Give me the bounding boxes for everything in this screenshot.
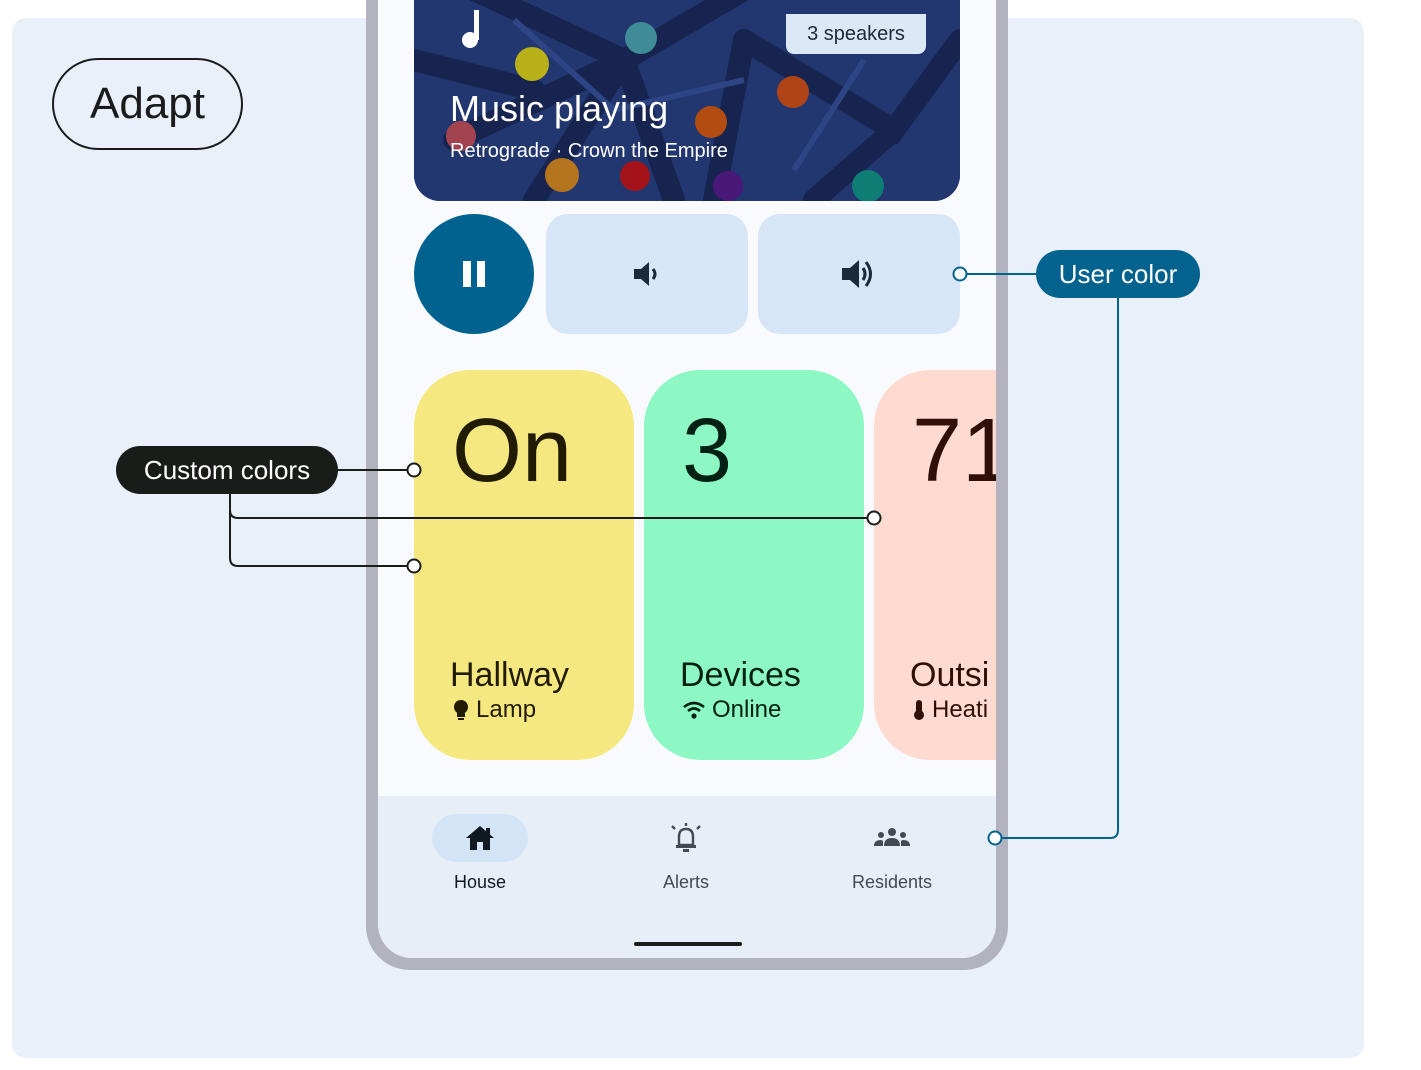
music-note-icon: [462, 10, 479, 48]
tile-sub-label: Heati: [932, 696, 989, 723]
custom-colors-annotation: Custom colors: [116, 446, 338, 494]
tile-sub: Online: [682, 696, 781, 724]
music-card[interactable]: 3 speakers Music playing Retrograde · Cr…: [414, 0, 960, 201]
residents-icon: [874, 828, 910, 846]
nav-item-alerts[interactable]: Alerts: [606, 814, 766, 893]
bulb-icon: [454, 700, 468, 720]
tile-value: 71: [912, 401, 996, 501]
house-icon: [466, 826, 494, 850]
nav-pill: [638, 814, 734, 862]
wifi-icon: [683, 701, 705, 719]
tile-devices-online[interactable]: 3 Devices Online: [644, 370, 864, 760]
tile-label: Outsi: [910, 656, 990, 694]
nav-label: Residents: [851, 872, 933, 892]
pause-button[interactable]: [414, 214, 534, 334]
phone-frame: 3 speakers Music playing Retrograde · Cr…: [366, 0, 1008, 970]
tile-sub-label: Online: [712, 696, 782, 723]
volume-down-button[interactable]: [546, 214, 748, 334]
volume-up-button[interactable]: [758, 214, 960, 334]
tile-value: 3: [682, 401, 733, 501]
tile-value: On: [452, 401, 573, 501]
nav-pill-active: [432, 814, 528, 862]
home-indicator[interactable]: [634, 942, 742, 946]
volume-down-icon: [634, 262, 657, 286]
nav-item-residents[interactable]: Residents: [812, 814, 972, 893]
tile-sub: Lamp: [452, 696, 536, 724]
volume-up-icon: [842, 260, 872, 288]
tile-label: Hallway: [450, 656, 570, 694]
tile-label: Devices: [680, 656, 801, 694]
user-color-annotation: User color: [1036, 250, 1200, 298]
speakers-chip[interactable]: 3 speakers: [786, 14, 926, 54]
tile-outside-heating[interactable]: 71 Outsi Heati: [874, 370, 996, 760]
nav-pill: [844, 814, 940, 862]
alert-bell-icon: [671, 823, 701, 852]
nav-item-house[interactable]: House: [400, 814, 560, 893]
adapt-badge: Adapt: [52, 58, 243, 150]
music-title: Music playing: [450, 88, 669, 129]
music-subtitle: Retrograde · Crown the Empire: [450, 140, 728, 162]
thermometer-icon: [914, 700, 924, 720]
pause-icon: [463, 261, 485, 287]
bottom-navigation: House Alerts: [378, 796, 996, 958]
tile-sub-label: Lamp: [476, 696, 537, 723]
tile-sub: Heati: [912, 696, 988, 724]
nav-label: Alerts: [662, 872, 709, 892]
phone-screen: 3 speakers Music playing Retrograde · Cr…: [378, 0, 996, 958]
nav-label: House: [453, 872, 507, 892]
tile-hallway-lamp[interactable]: On Hallway Lamp: [414, 370, 634, 760]
